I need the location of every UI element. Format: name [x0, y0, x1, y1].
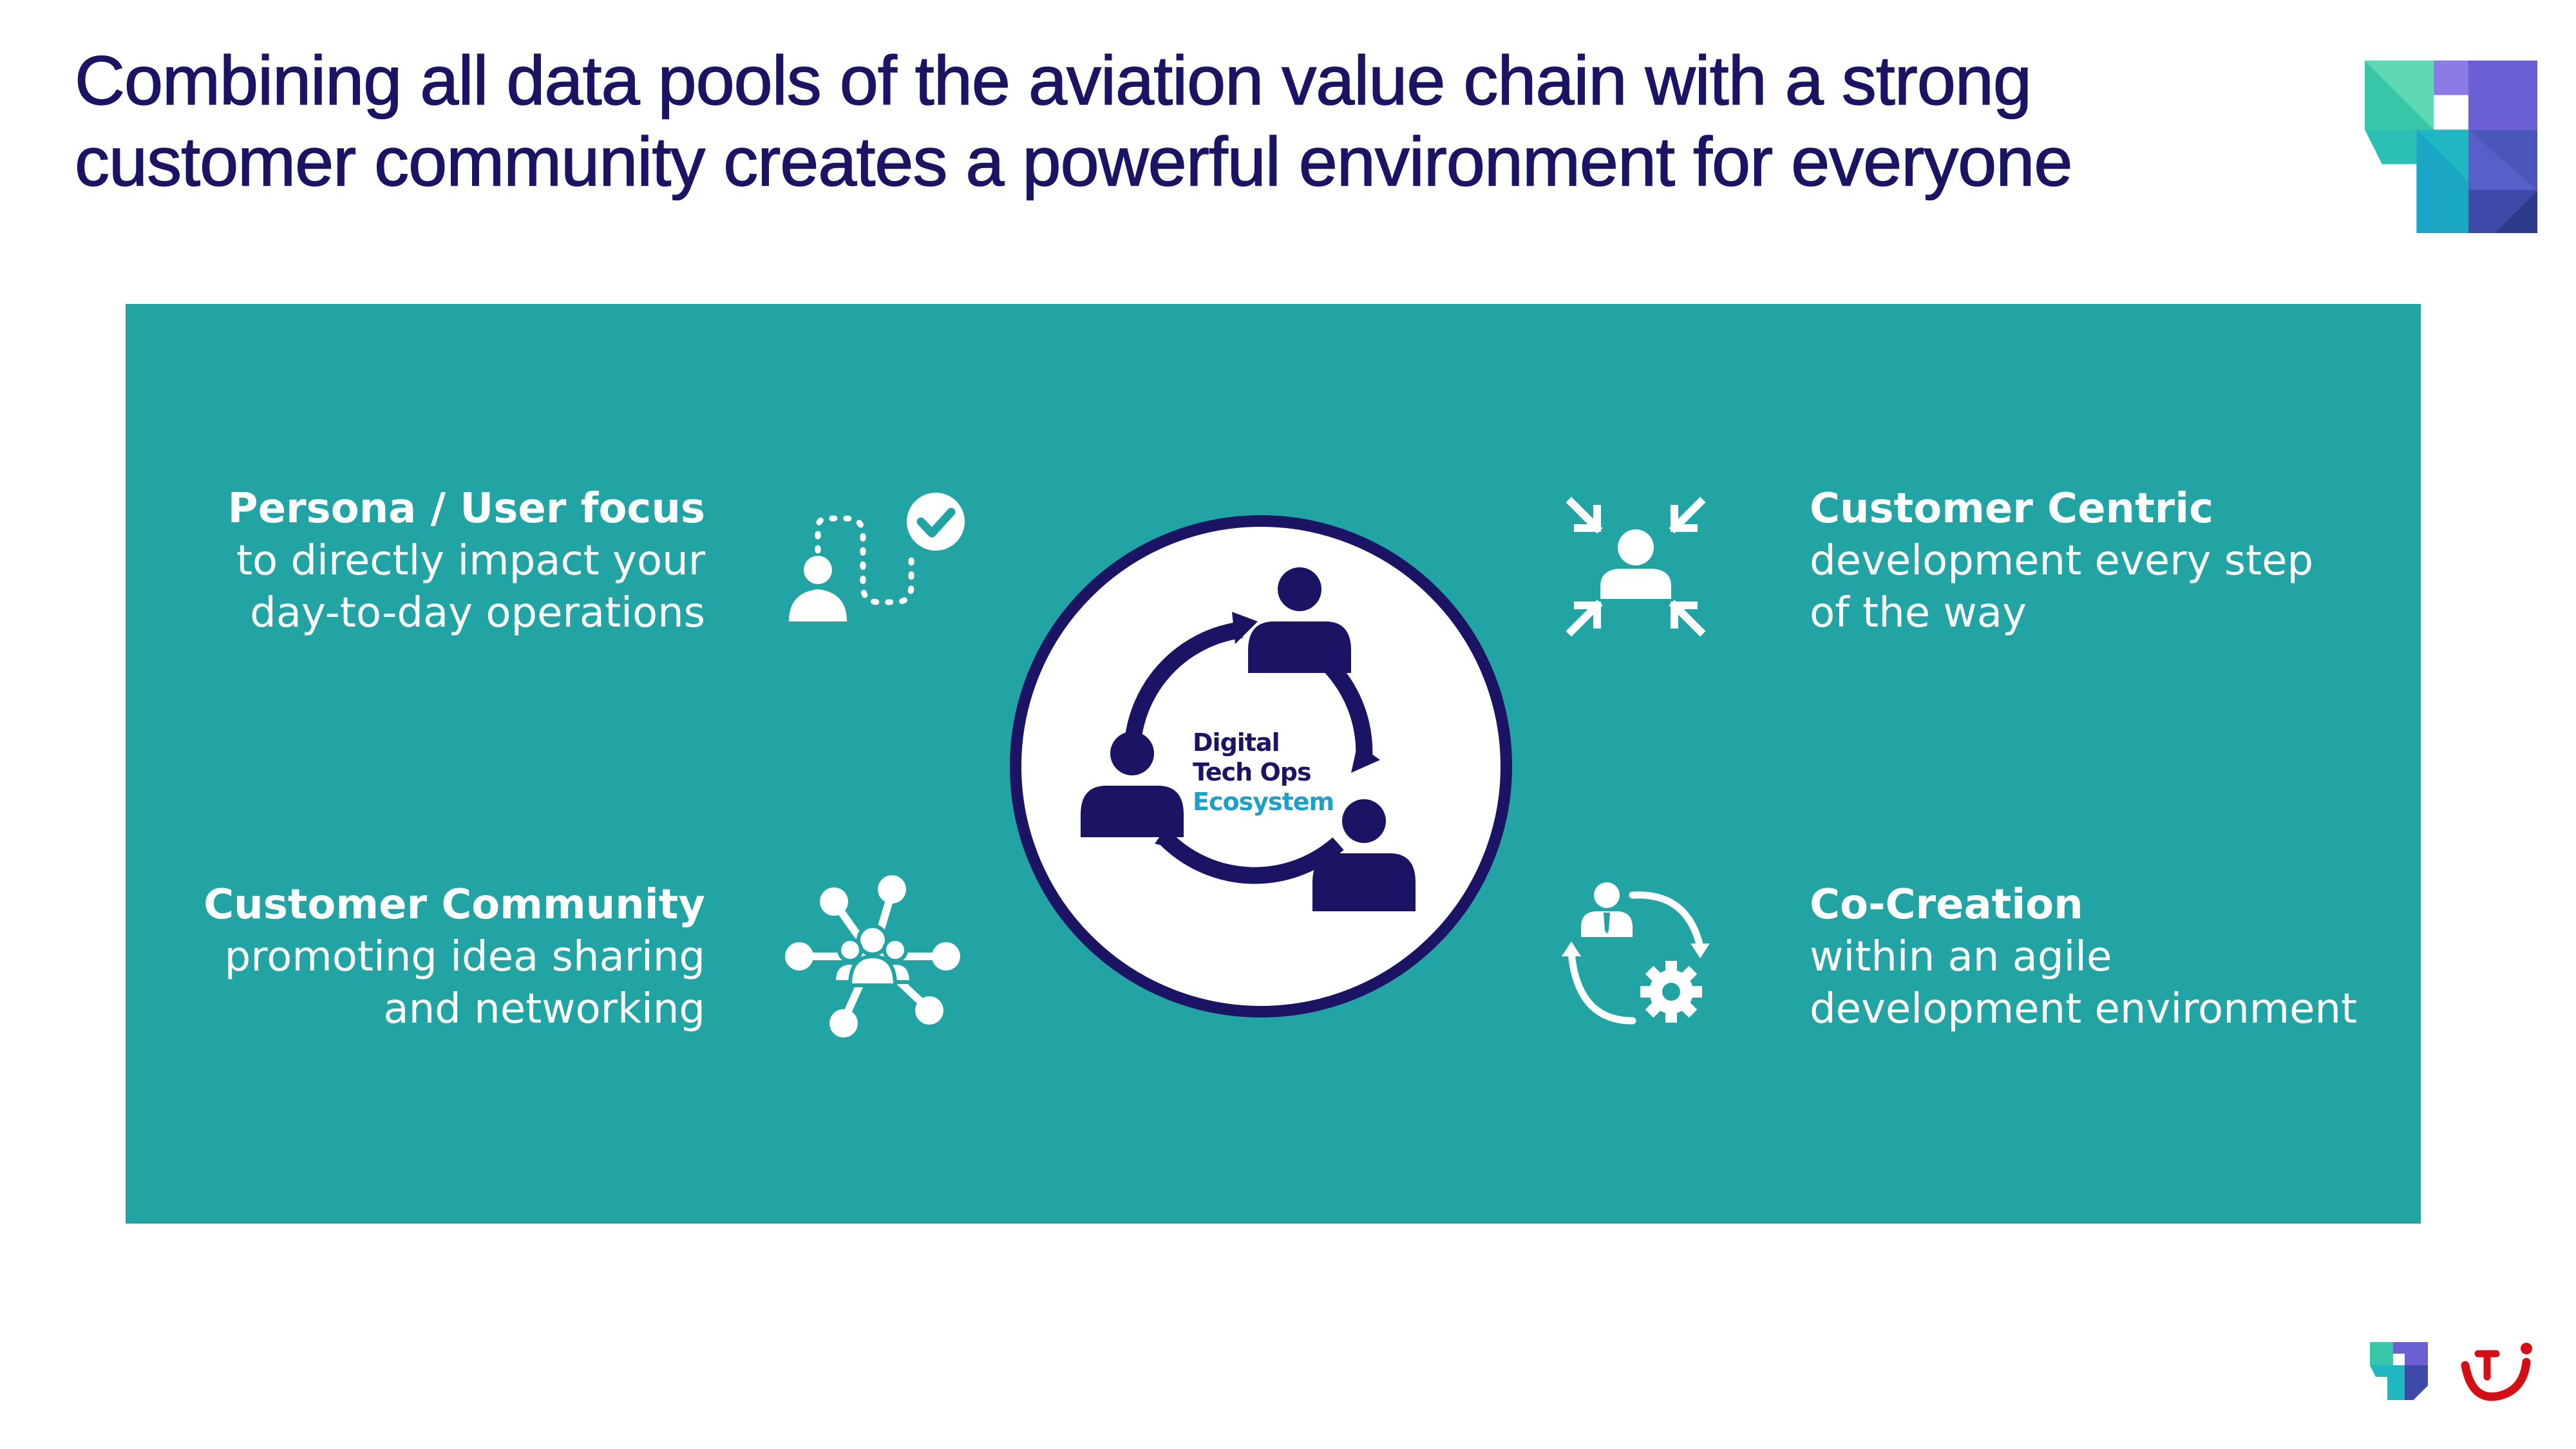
brand-logo: [2365, 61, 2537, 233]
page-title: Combining all data pools of the aviation…: [74, 41, 2073, 201]
hub-label-line2: Tech Ops: [1193, 758, 1312, 786]
feature-centric: Customer Centric development every step …: [1810, 483, 2454, 639]
feature-cocreation: Co-Creation within an agile development …: [1810, 879, 2454, 1036]
feature-cocreation-heading: Co-Creation: [1810, 881, 2083, 929]
feature-persona-description: to directly impact your day-to-day opera…: [236, 537, 705, 637]
cycle-user-gear-icon: [1562, 882, 1710, 1025]
feature-community-heading: Customer Community: [204, 881, 705, 929]
feature-centric-heading: Customer Centric: [1810, 485, 2214, 533]
feature-cocreation-description: within an agile development environment: [1810, 933, 2358, 1033]
feature-community-description: promoting idea sharing and networking: [224, 933, 705, 1033]
feature-persona-heading: Persona / User focus: [227, 485, 705, 533]
arrows-inward-user-icon: [1566, 497, 1706, 637]
people-cycle-icon: [1081, 567, 1416, 911]
network-people-icon: [785, 875, 960, 1037]
feature-community: Customer Community promoting idea sharin…: [61, 879, 705, 1036]
feature-centric-description: development every step of the way: [1810, 537, 2314, 637]
user-path-check-icon: [789, 493, 965, 621]
tui-logo: [2461, 1343, 2532, 1401]
hub-label: Digital Tech Ops Ecosystem: [1193, 728, 1334, 817]
feature-persona: Persona / User focus to directly impact …: [61, 483, 705, 639]
hub-label-line1: Digital: [1193, 728, 1280, 757]
hub-label-line3: Ecosystem: [1193, 788, 1334, 816]
brand-logo-small: [2370, 1342, 2428, 1400]
